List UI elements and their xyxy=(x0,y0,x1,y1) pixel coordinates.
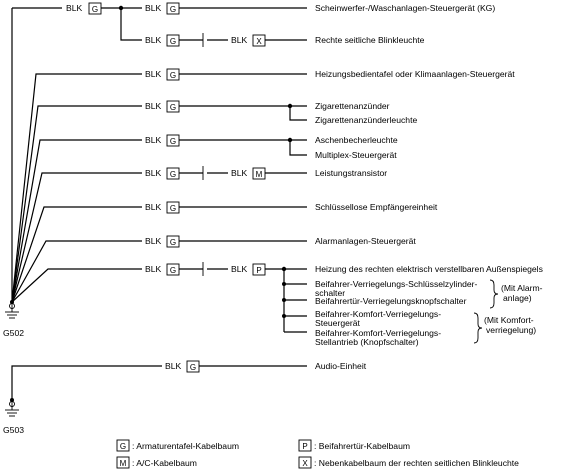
connector-code-g: G xyxy=(170,5,176,14)
connector-code-g: G xyxy=(170,103,176,112)
wire-color-label: BLK xyxy=(231,35,248,45)
connector-code-g: G xyxy=(170,238,176,247)
wire-color-label: BLK xyxy=(165,361,182,371)
ground-symbol-g503 xyxy=(5,398,19,417)
connector-code-g: G xyxy=(170,170,176,179)
wire-color-label: BLK xyxy=(145,236,162,246)
legend-text-x: : Nebenkabelbaum der rechten seitlichen … xyxy=(314,458,519,468)
wire-color-label: BLK xyxy=(145,135,162,145)
component-label-komf2a: Beifahrer-Komfort-Verriegelungs- xyxy=(315,328,441,338)
wire-color-label: BLK xyxy=(145,35,162,45)
connector-code-g: G xyxy=(92,5,98,14)
legend-text-m: : A/C-Kabelbaum xyxy=(132,458,197,468)
legend-text-p: : Beifahrertür-Kabelbaum xyxy=(314,441,410,451)
legend-box-p xyxy=(298,439,312,452)
component-label-heizung: Heizungsbedientafel oder Klimaanlagen-St… xyxy=(315,69,515,79)
component-label-zig1: Zigarettenanzünder xyxy=(315,101,390,111)
note-alarm-2: anlage) xyxy=(503,293,532,303)
ground-label-g503: G503 xyxy=(3,425,24,435)
connector-code-g: G xyxy=(170,137,176,146)
component-label-alarm: Alarmanlagen-Steuergerät xyxy=(315,236,416,246)
component-label-zig2: Zigarettenanzünderleuchte xyxy=(315,115,417,125)
legend-code-x: X xyxy=(302,459,308,468)
connector-code-g: G xyxy=(170,266,176,275)
ground-symbol-g502 xyxy=(5,300,19,319)
legend-box-g xyxy=(116,439,130,452)
legend-box-x xyxy=(298,456,312,469)
legend: G : Armaturentafel-Kabelbaum M : A/C-Kab… xyxy=(116,439,519,469)
connector-code-g: G xyxy=(170,37,176,46)
connector-code-g: G xyxy=(170,204,176,213)
component-label-audio: Audio-Einheit xyxy=(315,361,367,371)
component-label-multiplex: Multiplex-Steuergerät xyxy=(315,150,397,160)
wire-color-label: BLK xyxy=(231,168,248,178)
component-label-spiegel: Heizung des rechten elektrisch verstellb… xyxy=(315,264,543,274)
wire-color-label: BLK xyxy=(145,69,162,79)
component-label-komf2b: Stellantrieb (Knopfschalter) xyxy=(315,337,419,347)
legend-code-m: M xyxy=(120,459,127,468)
legend-text-g: : Armaturentafel-Kabelbaum xyxy=(132,441,239,451)
component-label-beif1a: Beifahrer-Verriegelungs-Schlüsselzylinde… xyxy=(315,279,478,289)
wire-color-label: BLK xyxy=(66,3,83,13)
component-label-beif2: Beifahrertür-Verriegelungsknopfschalter xyxy=(315,296,467,306)
splice-dot xyxy=(282,298,286,302)
connector-code-x: X xyxy=(256,37,262,46)
component-label-komf1b: Steuergerät xyxy=(315,318,361,328)
connector-code-p: P xyxy=(256,266,261,275)
component-label-beif1b: schalter xyxy=(315,288,345,298)
legend-box-m xyxy=(116,456,130,469)
wire-color-label: BLK xyxy=(145,168,162,178)
legend-code-g: G xyxy=(120,442,126,451)
component-label-komf1a: Beifahrer-Komfort-Verriegelungs- xyxy=(315,309,441,319)
component-label-leistung: Leistungstransistor xyxy=(315,168,387,178)
connector-code-m: M xyxy=(256,170,263,179)
connector-code-g: G xyxy=(190,363,196,372)
connector-code-g: G xyxy=(170,71,176,80)
wire-color-label: BLK xyxy=(145,101,162,111)
brace-alarm xyxy=(489,279,499,309)
wire-color-label: BLK xyxy=(145,264,162,274)
component-label-kg: Scheinwerfer-/Waschanlagen-Steuergerät (… xyxy=(315,3,495,13)
component-label-schluessel: Schlüssellose Empfängereinheit xyxy=(315,202,438,212)
note-alarm-1: (Mit Alarm- xyxy=(501,283,543,293)
component-label-asch: Aschenbecherleuchte xyxy=(315,135,398,145)
wire-color-label: BLK xyxy=(145,3,162,13)
legend-code-p: P xyxy=(302,442,307,451)
audio-wire xyxy=(11,365,162,400)
ground-label-g502: G502 xyxy=(3,328,24,338)
fan-wires xyxy=(11,73,142,303)
wire-color-label: BLK xyxy=(231,264,248,274)
splice-dot xyxy=(282,314,286,318)
wire-color-label: BLK xyxy=(145,202,162,212)
component-label-blinker: Rechte seitliche Blinkleuchte xyxy=(315,35,425,45)
splice-dot xyxy=(282,282,286,286)
note-komfort-1: (Mit Komfort- xyxy=(484,315,534,325)
brace-komfort xyxy=(473,312,483,344)
note-komfort-2: verriegelung) xyxy=(486,325,536,335)
